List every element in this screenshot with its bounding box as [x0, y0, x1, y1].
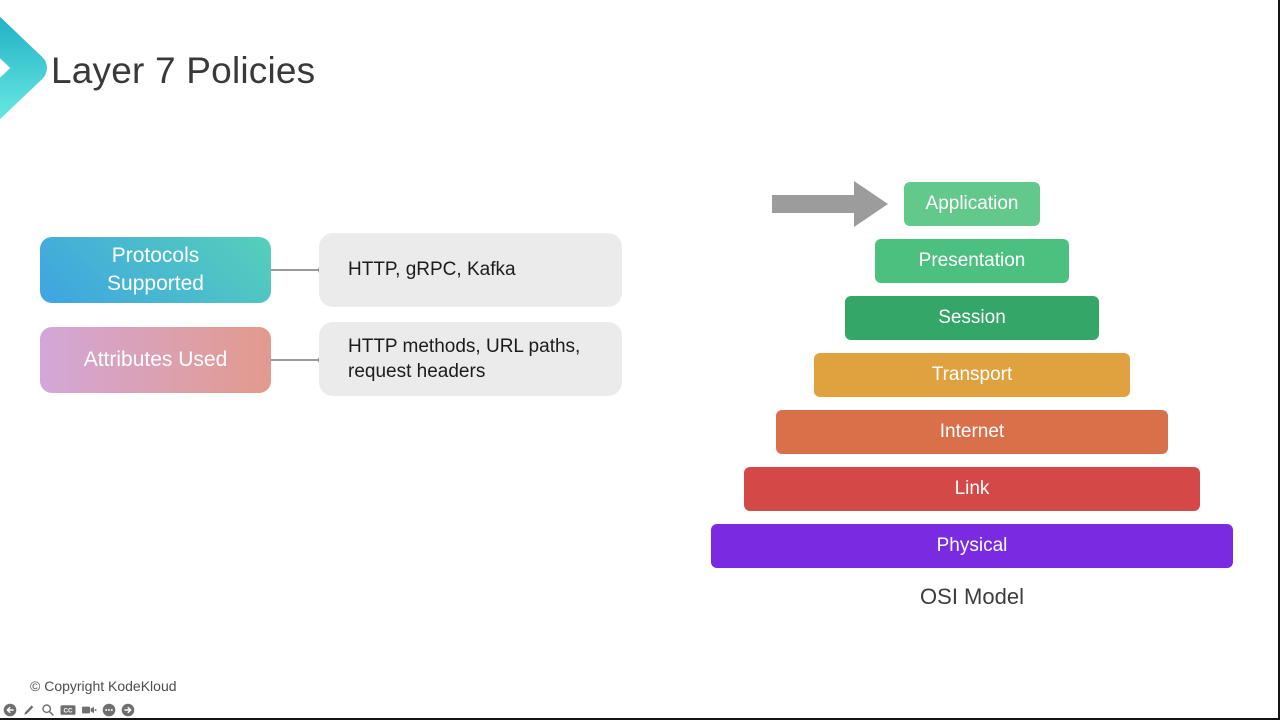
svg-text:CC: CC — [64, 708, 73, 715]
protocols-supported-box: Protocols Supported — [40, 237, 271, 303]
player-control-bar: CC — [3, 703, 135, 717]
protocols-supported-value-box: HTTP, gRPC, Kafka — [319, 233, 622, 307]
osi-model-caption: OSI Model — [920, 584, 1024, 609]
video-camera-icon[interactable] — [81, 703, 97, 717]
osi-layer-label: Transport — [931, 364, 1013, 385]
osi-layer-label: Presentation — [918, 250, 1026, 271]
osi-layer-link: Link — [744, 467, 1200, 511]
connector-line — [271, 269, 323, 271]
osi-layer-presentation: Presentation — [875, 239, 1069, 283]
arrow-right-icon — [772, 181, 888, 227]
osi-layer-session: Session — [845, 296, 1099, 340]
osi-layer-application: Application — [904, 182, 1040, 226]
attributes-used-label: Attributes Used — [83, 348, 228, 372]
copyright-text: © Copyright KodeKloud — [30, 678, 177, 694]
previous-button-icon[interactable] — [3, 703, 17, 717]
next-button-icon[interactable] — [121, 703, 135, 717]
attributes-used-box: Attributes Used — [40, 327, 271, 393]
more-options-icon[interactable] — [102, 703, 116, 717]
kodekloud-logo-icon — [0, 16, 47, 120]
osi-layer-label: Internet — [939, 421, 1005, 442]
attributes-used-value-box: HTTP methods, URL paths, request headers — [319, 322, 622, 396]
page-title: Layer 7 Policies — [51, 50, 316, 91]
osi-layer-transport: Transport — [814, 353, 1130, 397]
osi-layer-label: Session — [938, 307, 1006, 328]
osi-layer-internet: Internet — [776, 410, 1168, 454]
pencil-icon[interactable] — [22, 703, 36, 717]
attributes-used-value: HTTP methods, URL paths, request headers — [348, 335, 581, 382]
connector-line — [271, 359, 323, 361]
search-icon[interactable] — [41, 703, 55, 717]
protocols-supported-label: Protocols Supported — [107, 244, 204, 295]
protocols-supported-value: HTTP, gRPC, Kafka — [348, 259, 516, 281]
osi-layer-label: Link — [954, 478, 990, 499]
closed-captions-icon[interactable]: CC — [60, 703, 76, 717]
osi-layer-label: Physical — [936, 535, 1008, 556]
osi-stack: Application Presentation Session Transpo… — [711, 182, 1233, 568]
osi-layer-label: Application — [925, 193, 1019, 214]
osi-layer-physical: Physical — [711, 524, 1233, 568]
